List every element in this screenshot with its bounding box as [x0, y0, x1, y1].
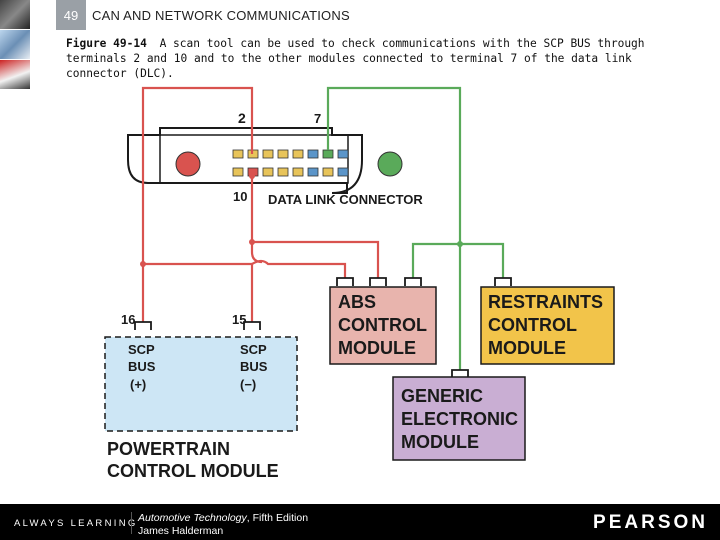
- book-edition: , Fifth Edition: [246, 512, 309, 524]
- red-junction-3: [249, 173, 255, 179]
- page-title: CAN AND NETWORK COMMUNICATIONS: [92, 8, 350, 23]
- ice-thumbnail: [0, 30, 30, 59]
- car-thumbnail: [0, 60, 30, 89]
- pin-15-label: 15: [232, 312, 246, 327]
- slide-number: 49: [56, 0, 86, 30]
- pcm-label-line-1: POWERTRAIN: [107, 439, 230, 459]
- scp-minus-line-2: BUS: [240, 359, 268, 374]
- dlc-red-led: [175, 151, 201, 177]
- scp-plus-line-2: BUS: [128, 359, 156, 374]
- module-pin-stubs: [134, 277, 512, 377]
- scp-minus-line-1: SCP: [240, 342, 267, 357]
- gem-label-line-1: GENERIC: [401, 386, 483, 406]
- footer-bar: ALWAYS LEARNING Automotive Technology, F…: [0, 504, 720, 540]
- gem-box: [392, 376, 526, 461]
- pin-7-label: 7: [314, 111, 321, 126]
- pcm-label-line-2: CONTROL MODULE: [107, 461, 279, 481]
- dlc-inner: [159, 134, 349, 184]
- pin-16-label: 16: [121, 312, 135, 327]
- restraints-label-line-3: MODULE: [488, 338, 566, 358]
- abs-label-line-3: MODULE: [338, 338, 416, 358]
- gem-label-line-3: MODULE: [401, 432, 479, 452]
- dlc-pins: [232, 149, 349, 177]
- gem-label-line-2: ELECTRONIC: [401, 409, 518, 429]
- pcm-box: [104, 336, 298, 432]
- slide-thumbnails: [0, 0, 30, 90]
- red-junction-2: [249, 239, 255, 245]
- green-junction: [457, 241, 463, 247]
- scp-wires: [141, 86, 380, 322]
- pin-10-label: 10: [233, 189, 247, 204]
- figure-caption: Figure 49-14 A scan tool can be used to …: [66, 36, 666, 81]
- figure-label: Figure 49-14: [66, 37, 147, 50]
- footer-tagline: ALWAYS LEARNING: [14, 518, 138, 529]
- pin-2-label: 2: [238, 110, 246, 126]
- dlc-green-led: [377, 151, 403, 177]
- publisher-logo: PEARSON: [593, 512, 708, 533]
- book-credit: Automotive Technology, Fifth Edition Jam…: [138, 512, 308, 538]
- book-author: James Halderman: [138, 525, 224, 537]
- restraints-label-line-2: CONTROL: [488, 315, 577, 335]
- scp-plus-line-3: (+): [130, 377, 146, 392]
- abs-label-line-1: ABS: [338, 292, 376, 312]
- dlc-wiring-diagram: 2 7 10 DATA LINK CONNECTOR 16 15 SCP BUS…: [104, 86, 615, 481]
- book-title: Automotive Technology: [138, 512, 247, 524]
- red-junction-1: [140, 261, 146, 267]
- abs-box: [329, 286, 437, 365]
- restraints-box: [480, 286, 615, 365]
- caption-text: A scan tool can be used to check communi…: [66, 37, 645, 80]
- footer-divider: [131, 512, 132, 534]
- scp-minus-line-3: (−): [240, 377, 256, 392]
- restraints-label-line-1: RESTRAINTS: [488, 292, 603, 312]
- scp-plus-line-1: SCP: [128, 342, 155, 357]
- dlc-label: DATA LINK CONNECTOR: [268, 192, 423, 207]
- dlc-outline: [127, 127, 363, 194]
- abs-label-line-2: CONTROL: [338, 315, 427, 335]
- engine-thumbnail: [0, 0, 30, 29]
